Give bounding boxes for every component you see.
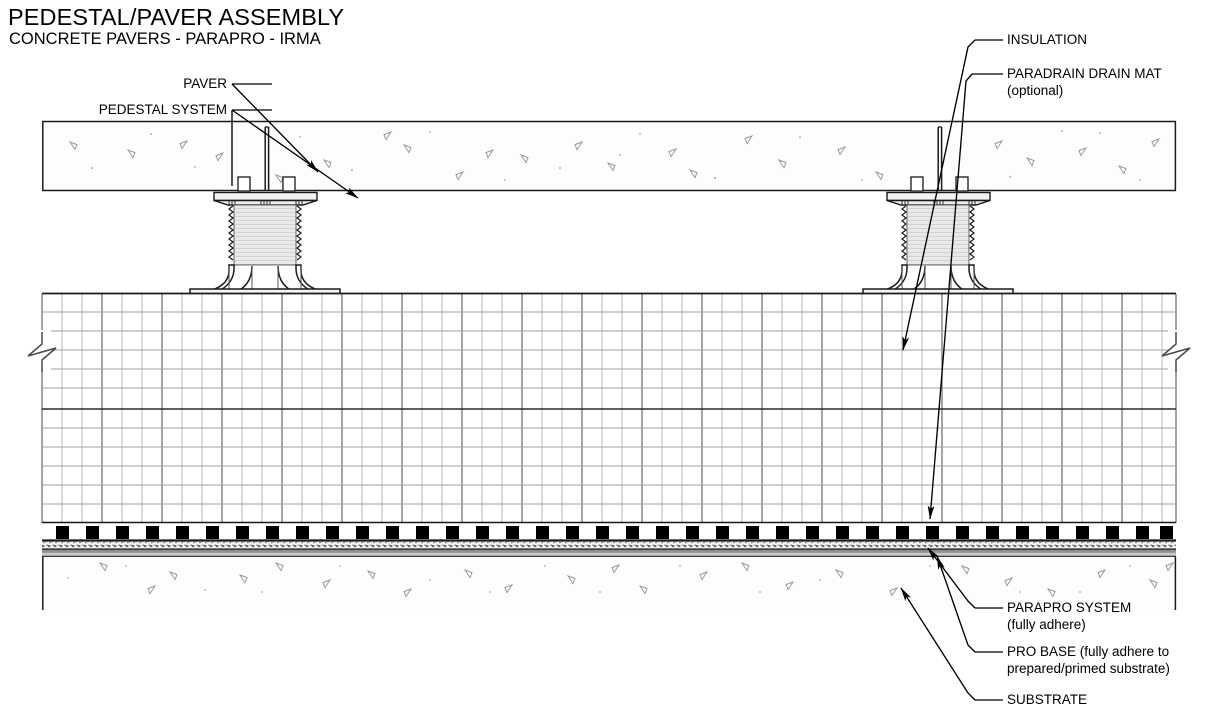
leader-paradrain-arrow (927, 73, 973, 520)
leader-paver-arrow (231, 83, 319, 173)
label-pedestal-system: PEDESTAL SYSTEM (98, 102, 227, 117)
substrate-layer (42, 557, 1177, 610)
label-probase-line2: prepared/primed substrate) (1007, 660, 1170, 676)
label-pro-base: PRO BASE (fully adhere to prepared/prime… (1007, 644, 1170, 677)
label-parapro-line2: (fully adhere) (1007, 616, 1086, 632)
concrete-hatch-paver (69, 130, 1160, 184)
label-substrate: SUBSTRATE (1007, 692, 1088, 707)
leader-insulation-arrow (902, 39, 976, 351)
label-paradrain-drain-mat: PARADRAIN DRAIN MAT (optional) (1007, 66, 1162, 99)
leader-substrate-arrow (900, 587, 976, 701)
label-insulation: INSULATION (1007, 32, 1088, 47)
insulation-layer (41, 292, 1177, 524)
page-title: PEDESTAL/PAVER ASSEMBLY (8, 4, 345, 30)
break-line-left (27, 330, 57, 372)
parapro-system-layer (42, 540, 1176, 550)
leader-pedestal-system-arrow (231, 109, 359, 199)
concrete-paver-layer (42, 120, 1177, 192)
leader-probase-arrow (936, 555, 976, 653)
label-paver: PAVER (183, 76, 227, 91)
label-probase-line1: PRO BASE (fully adhere to (1007, 644, 1170, 659)
label-parapro-line1: PARAPRO SYSTEM (1007, 600, 1132, 615)
label-paradrain-line2: (optional) (1007, 82, 1064, 98)
paradrain-drain-mat-layer (42, 524, 1176, 541)
concrete-hatch-substrate (67, 562, 1174, 598)
label-parapro-system: PARAPRO SYSTEM (fully adhere) (1007, 600, 1131, 633)
pro-base-layer (42, 549, 1176, 558)
break-line-right (1161, 330, 1191, 372)
label-paradrain-line1: PARADRAIN DRAIN MAT (1007, 66, 1162, 81)
page-subtitle: CONCRETE PAVERS - PARAPRO - IRMA (9, 30, 321, 48)
